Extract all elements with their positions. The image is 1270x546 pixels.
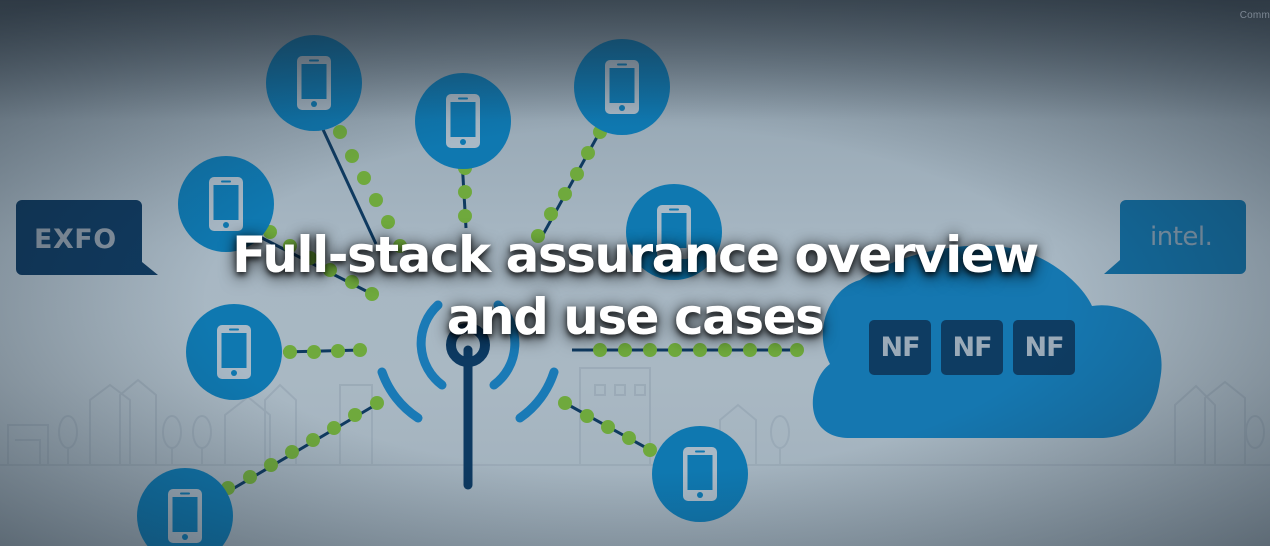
phone-node-8: [652, 426, 748, 522]
smartphone-icon: [168, 489, 202, 543]
phone-node-3: [574, 39, 670, 135]
banner-title: Full-stack assurance overview and use ca…: [0, 224, 1270, 348]
smartphone-icon: [297, 56, 331, 110]
phone-node-7: [137, 468, 233, 546]
title-line-2: and use cases: [446, 288, 825, 346]
smartphone-icon: [446, 94, 480, 148]
smartphone-icon: [605, 60, 639, 114]
phone-node-1: [266, 35, 362, 131]
phone-node-2: [415, 73, 511, 169]
smartphone-icon: [683, 447, 717, 501]
smartphone-icon: [209, 177, 243, 231]
title-line-1: Full-stack assurance overview: [232, 226, 1039, 284]
corner-caption: Comm: [1239, 10, 1270, 21]
